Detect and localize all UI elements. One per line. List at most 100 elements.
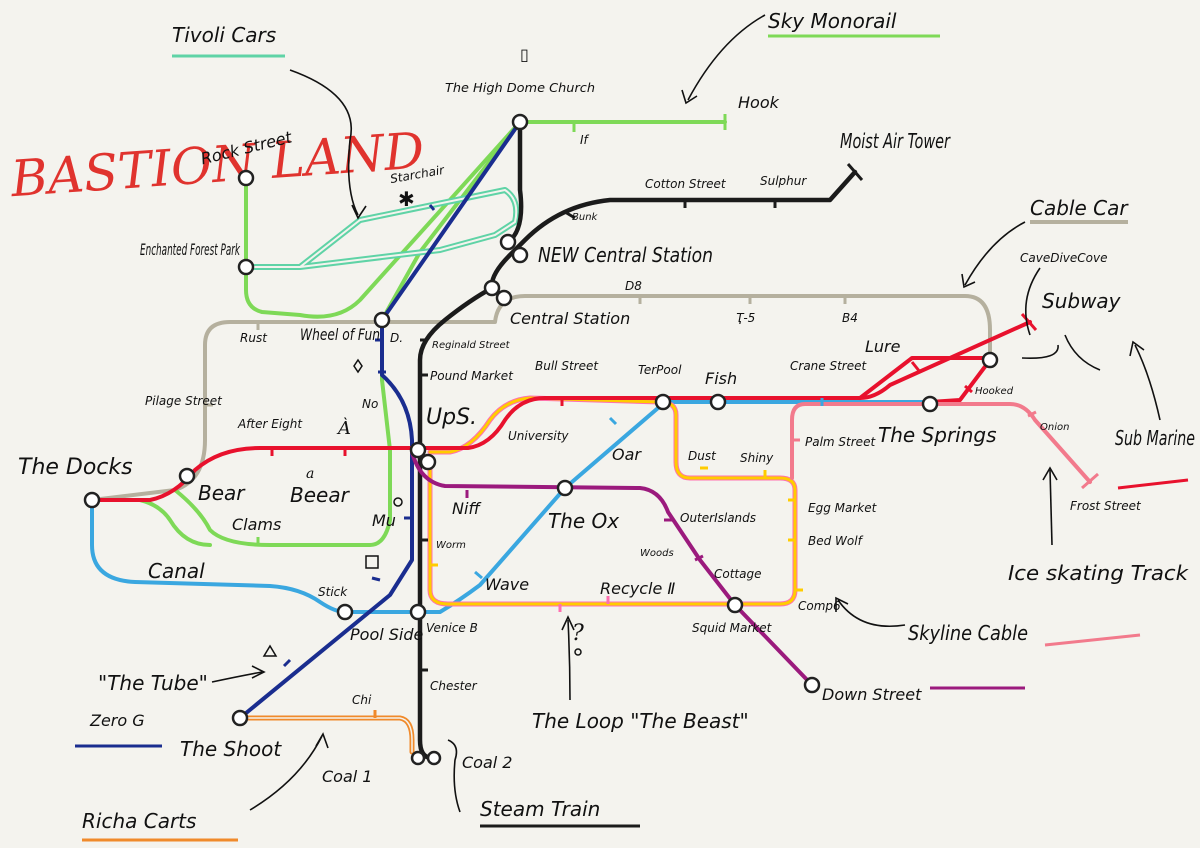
station-coal-2[interactable] [426,750,442,766]
label-rust: Rust [240,331,268,345]
arrow-tube [211,671,263,683]
lines-layer [90,119,1092,761]
label-b4: B4 [842,311,858,325]
legend-skyline-cable[interactable]: Skyline Cable [908,621,1028,690]
legend-sky-monorail-text: Sky Monorail [768,9,897,33]
label-recycle: Recycle Ⅱ [600,579,675,598]
station-coal-1[interactable] [410,750,426,766]
map-glyphs: ✱ ▯ À a ? [262,45,584,657]
legend-the-tube[interactable]: "The Tube" [98,671,208,695]
cave-dive-end-bar [1020,313,1038,331]
legend-ice-skating[interactable]: Ice skating Track [1008,561,1190,647]
arrow-subway-2 [1064,334,1101,371]
station-venice-b[interactable] [409,603,427,621]
label-sulphur: Sulphur [760,174,807,188]
label-springs: The Springs [878,423,997,447]
label-stick: Stick [318,585,348,599]
label-outer-islands: OuterIslands [680,511,756,525]
label-docks: The Docks [18,455,133,480]
sky-monorail-west [244,120,522,319]
arrow-cable [964,221,1026,286]
sky-monorail-south [173,378,392,547]
legend-steam-train[interactable]: Steam Train [480,797,640,828]
legend-tivoli-cars[interactable]: Tivoli Cars [172,23,285,58]
label-the-shoot: The Shoot [180,737,282,761]
label-squid: Squid Market [692,621,773,635]
station-new-central-b[interactable] [511,246,529,264]
arrow-tube-head [251,665,266,679]
station-ups-a[interactable] [409,441,427,459]
stop-ticks [205,122,1037,718]
label-chi: Chi [352,693,372,707]
small-ring-icon [574,648,582,656]
station-enchanted-forest[interactable] [237,258,255,276]
label-terpool: TerPool [638,363,682,377]
legend-ice-underline [1044,633,1141,647]
arrow-sky [687,14,766,101]
legend-the-loop[interactable]: The Loop "The Beast" [532,709,749,733]
station-central-a[interactable] [483,279,501,297]
ice-skating-line [928,402,1092,484]
station-the-shoot[interactable] [231,709,249,727]
legend-zero-g[interactable]: Zero G [75,711,162,748]
station-the-springs[interactable] [921,395,939,413]
arrow-loop-head [561,615,575,631]
station-down-street[interactable] [803,676,821,694]
sub-marine-line [790,402,932,480]
label-pool-side: Pool Side [350,625,424,644]
label-high-dome: The High Dome Church [445,81,595,95]
label-the-ox: The Ox [548,509,619,533]
sky-monorail-bear [90,498,212,547]
legend-richa-carts[interactable]: Richa Carts [82,809,238,842]
label-reginald: Reginald Street [432,340,511,351]
station-fish[interactable] [709,393,727,411]
label-cotton: Cotton Street [645,177,727,191]
arrow-ice [1049,469,1053,546]
label-beear: Beear [290,483,351,507]
label-no: No [362,397,378,411]
legend-subway[interactable]: Subway [1042,289,1122,313]
arrow-tivoli [289,69,359,216]
legend-ice-skating-text: Ice skating Track [1008,561,1190,585]
station-central-b[interactable] [495,289,513,307]
a-grave-glyph: À [336,416,351,439]
station-d[interactable] [373,311,391,329]
station-rock-street[interactable] [237,169,255,187]
arrow-subway [1024,267,1041,336]
station-high-dome[interactable] [511,113,529,131]
label-lure: Lure [865,337,901,356]
label-hook: Hook [738,93,780,112]
legend-sky-monorail[interactable]: Sky Monorail [768,9,940,38]
label-worm: Worm [436,540,466,551]
label-wheel-of-fun: Wheel of Fun [300,325,380,344]
station-pool-side[interactable] [336,603,354,621]
station-terpool[interactable] [654,393,672,411]
station-oar-niff[interactable] [556,479,574,497]
station-squid-market[interactable] [726,596,744,614]
station-the-docks[interactable] [83,491,101,509]
legend-cable-car[interactable]: Cable Car [1030,196,1129,224]
legend-sub-marine[interactable]: Sub Marine [1115,426,1195,490]
label-cottage: Cottage [714,567,761,581]
tick-stick [371,576,381,582]
arrow-sky-head [681,89,698,105]
arrow-tivoli-head [351,204,367,220]
station-ups-b[interactable] [419,453,437,471]
arrow-ice-head [1042,466,1058,481]
station-new-central-a[interactable] [499,233,517,251]
label-cave-dive: CaveDiveCove [1020,251,1107,265]
label-pound-market: Pound Market [430,369,514,383]
station-bear[interactable] [178,467,196,485]
arrow-skyline [837,599,906,627]
question-glyph: ? [572,621,584,646]
label-pilage: Pilage Street [145,394,223,408]
arrow-submarine [1134,344,1161,421]
richa-carts-line-inner [239,717,413,753]
label-university: University [508,429,569,443]
tick-lure [910,361,922,373]
tick-onion [1027,410,1037,418]
label-enchanted: Enchanted Forest Park [140,240,240,259]
station-cave-dive-interchange[interactable] [981,351,999,369]
steam-train-line [417,169,858,761]
